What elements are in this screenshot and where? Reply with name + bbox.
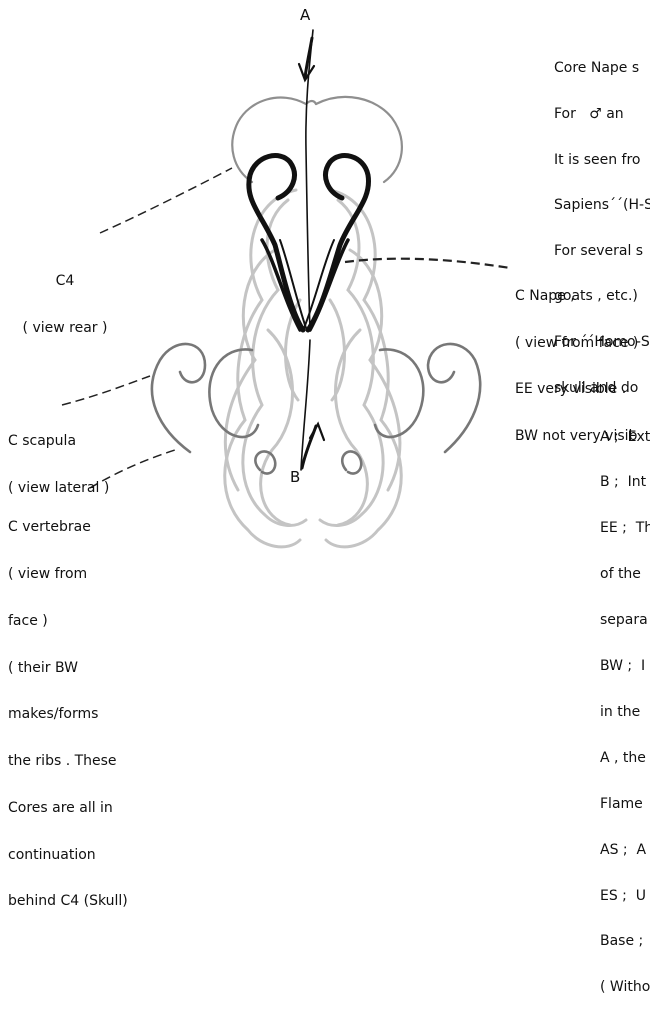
c4-label: C4 ( view rear ): [10, 243, 120, 352]
legend-line: EE ; Th: [600, 521, 650, 536]
c-nape-line: ( view from face ): [515, 336, 650, 352]
c-vertebrae-line: makes/forms: [8, 707, 128, 723]
top-note-line: For several s: [554, 244, 650, 259]
legend-line: separa: [600, 613, 650, 628]
legend-line: Flame: [600, 797, 650, 812]
c-scapula-title: C scapula: [8, 434, 109, 450]
top-note-line: Sapiens´´(H-S: [554, 198, 650, 213]
c-nape-line: EE very visible .: [515, 382, 650, 398]
c-vertebrae-drawing: [225, 190, 402, 547]
c-nape-line: C Nape ,: [515, 289, 650, 305]
legend-line: ( Witho: [600, 980, 650, 995]
c-vertebrae-line: ( their BW: [8, 661, 128, 677]
arrow-a: [299, 30, 314, 330]
arrow-b-label: B: [290, 470, 300, 486]
c4-subtitle: ( view rear ): [10, 321, 120, 337]
legend-line: A ; Ext: [600, 430, 650, 445]
c-vertebrae-line: C vertebrae: [8, 520, 128, 536]
leader-c-scapula: [62, 376, 150, 405]
legend-line: A , the: [600, 751, 650, 766]
c4-drawing: [232, 97, 402, 182]
legend-note: A ; Ext B ; Int EE ; Th of the separa BW…: [600, 399, 650, 1011]
c-scapula-drawing: [152, 344, 480, 474]
c4-title: C4: [10, 274, 120, 290]
legend-line: in the: [600, 705, 650, 720]
leader-lines: [62, 168, 510, 488]
legend-line: Base ;: [600, 934, 650, 949]
legend-line: ES ; U: [600, 889, 650, 904]
c-vertebrae-label: C vertebrae ( view from face ) ( their B…: [8, 489, 128, 926]
legend-line: of the: [600, 567, 650, 582]
arrow-a-label: A: [300, 8, 310, 24]
legend-line: B ; Int: [600, 475, 650, 490]
top-note-line: Core Nape s: [554, 61, 650, 76]
c-vertebrae-line: ( view from: [8, 567, 128, 583]
top-note-line: For ♂ an: [554, 107, 650, 122]
c-vertebrae-line: face ): [8, 614, 128, 630]
c-vertebrae-line: the ribs . These: [8, 754, 128, 770]
c-vertebrae-line: behind C4 (Skull): [8, 894, 128, 910]
leader-c-nape: [345, 259, 510, 268]
arrow-b: [301, 340, 324, 470]
c-vertebrae-line: Cores are all in: [8, 801, 128, 817]
c-vertebrae-line: continuation: [8, 848, 128, 864]
legend-line: AS ; A: [600, 843, 650, 858]
legend-line: BW ; I: [600, 659, 650, 674]
leader-c4: [100, 168, 232, 233]
top-note-line: It is seen fro: [554, 153, 650, 168]
